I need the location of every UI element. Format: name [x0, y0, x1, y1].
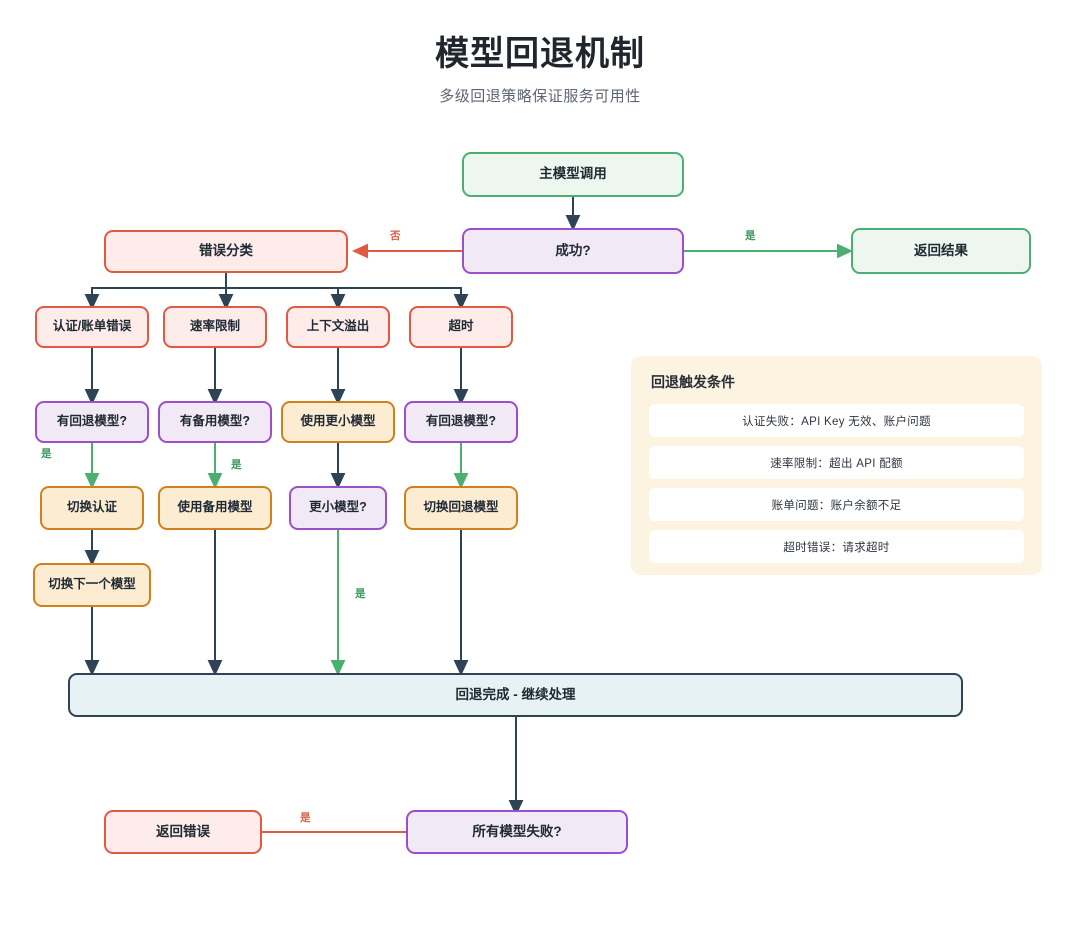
node-primary-call[interactable]: 主模型调用	[462, 152, 684, 197]
legend-title: 回退触发条件	[651, 374, 735, 390]
node-smaller-model-decision[interactable]: 更小模型?	[289, 486, 387, 530]
node-error-rate-limit[interactable]: 速率限制	[163, 306, 267, 348]
node-use-backup-model[interactable]: 使用备用模型	[158, 486, 272, 530]
node-has-fallback-model-auth[interactable]: 有回退模型?	[35, 401, 149, 443]
node-error-timeout[interactable]: 超时	[409, 306, 513, 348]
edge-label-yes-smaller: 是	[355, 588, 366, 600]
node-has-backup-model[interactable]: 有备用模型?	[158, 401, 272, 443]
node-switch-next-model[interactable]: 切换下一个模型	[33, 563, 151, 607]
node-success-decision[interactable]: 成功?	[462, 228, 684, 274]
node-error-context-overflow[interactable]: 上下文溢出	[286, 306, 390, 348]
node-switch-fallback-model[interactable]: 切换回退模型	[404, 486, 518, 530]
legend-item-billing: 账单问题：账户余额不足	[649, 488, 1024, 521]
page-subtitle: 多级回退策略保证服务可用性	[439, 88, 641, 105]
edge-label-yes-success: 是	[745, 230, 756, 242]
node-return-error[interactable]: 返回错误	[104, 810, 262, 854]
node-return-result[interactable]: 返回结果	[851, 228, 1031, 274]
node-error-classify[interactable]: 错误分类	[104, 230, 348, 273]
node-has-fallback-model-timeout[interactable]: 有回退模型?	[404, 401, 518, 443]
node-use-smaller-model[interactable]: 使用更小模型	[281, 401, 395, 443]
page-title: 模型回退机制	[435, 35, 645, 73]
node-fallback-complete[interactable]: 回退完成 - 继续处理	[68, 673, 963, 717]
legend-item-timeout: 超时错误：请求超时	[649, 530, 1024, 563]
node-switch-auth[interactable]: 切换认证	[40, 486, 144, 530]
edge-label-no-success: 否	[390, 230, 401, 242]
edge-label-yes-auth-fallback: 是	[41, 448, 52, 460]
node-all-models-failed[interactable]: 所有模型失败?	[406, 810, 628, 854]
legend-item-auth: 认证失败：API Key 无效、账户问题	[649, 404, 1024, 437]
edge-label-yes-all-failed: 是	[300, 812, 311, 824]
edge-label-yes-backup: 是	[231, 459, 242, 471]
legend-item-rate: 速率限制：超出 API 配额	[649, 446, 1024, 479]
legend-panel: 回退触发条件 认证失败：API Key 无效、账户问题 速率限制：超出 API …	[631, 356, 1042, 575]
node-error-auth[interactable]: 认证/账单错误	[35, 306, 149, 348]
